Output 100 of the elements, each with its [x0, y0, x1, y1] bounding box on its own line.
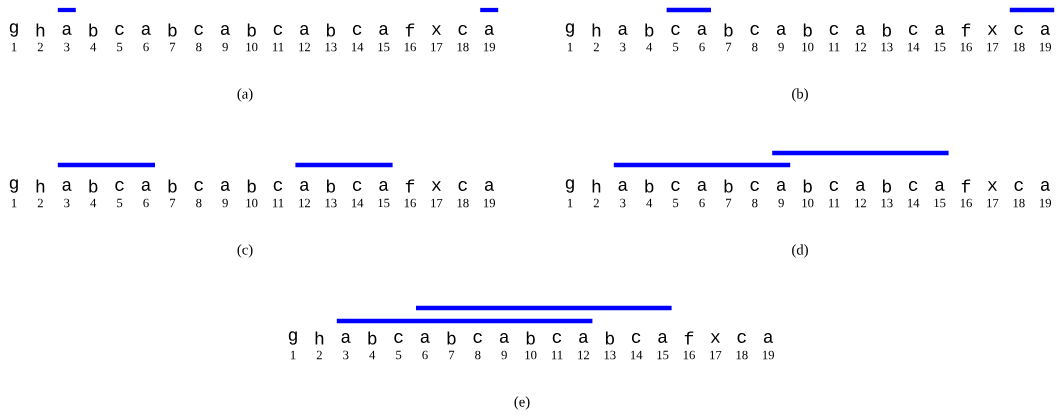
string-character: a — [220, 181, 230, 191]
panel-caption: (b) — [792, 88, 808, 102]
position-number: 15 — [934, 42, 946, 52]
string-character: a — [776, 181, 786, 191]
position-number: 9 — [778, 42, 784, 52]
string-character: h — [36, 179, 45, 193]
position-number: 10 — [525, 350, 537, 360]
string-character: c — [194, 25, 203, 35]
position-number: 4 — [90, 198, 97, 208]
position-number: 11 — [552, 350, 563, 360]
position-number: 5 — [673, 42, 679, 52]
string-character: c — [273, 25, 283, 35]
panel-caption: (e) — [514, 396, 530, 410]
string-character: b — [368, 331, 377, 345]
position-number: 17 — [431, 198, 443, 208]
position-number: 12 — [855, 198, 867, 208]
position-number: 6 — [699, 198, 705, 208]
string-character: b — [803, 179, 812, 193]
position-number: 11 — [273, 42, 284, 52]
position-number: 8 — [196, 198, 202, 208]
position-number: 5 — [673, 198, 679, 208]
string-character: g — [565, 23, 574, 37]
string-character: c — [352, 181, 362, 191]
position-number: 4 — [90, 42, 97, 52]
position-number: 13 — [325, 42, 337, 52]
string-character: g — [288, 331, 297, 345]
position-number: 3 — [343, 350, 349, 360]
position-number: 1 — [567, 42, 573, 52]
string-character: c — [631, 333, 641, 343]
string-character: a — [62, 181, 72, 191]
string-character: b — [526, 331, 535, 345]
position-number: 18 — [457, 198, 469, 208]
position-number: 10 — [802, 198, 814, 208]
string-character: a — [300, 181, 310, 191]
string-character: a — [141, 181, 151, 191]
position-number: 1 — [567, 198, 573, 208]
position-number: 19 — [484, 198, 495, 208]
position-number: 10 — [246, 198, 258, 208]
string-character: a — [776, 25, 786, 35]
string-character: a — [1040, 25, 1050, 35]
position-number: 15 — [378, 198, 390, 208]
string-character: h — [315, 331, 324, 345]
position-number: 13 — [325, 198, 337, 208]
position-number: 13 — [881, 42, 893, 52]
position-number: 13 — [881, 198, 893, 208]
position-number: 18 — [1013, 198, 1025, 208]
position-number: 15 — [657, 350, 669, 360]
position-number: 12 — [578, 350, 590, 360]
position-number: 15 — [378, 42, 390, 52]
position-number: 11 — [829, 198, 840, 208]
position-number: 1 — [11, 42, 17, 52]
position-number: 15 — [934, 198, 946, 208]
position-number: 6 — [422, 350, 428, 360]
string-character: g — [9, 179, 18, 193]
position-number: 8 — [752, 198, 758, 208]
string-character: a — [220, 25, 230, 35]
position-number: 12 — [855, 42, 867, 52]
string-character: a — [579, 333, 589, 343]
string-character: b — [447, 331, 456, 345]
position-number: 6 — [699, 42, 705, 52]
string-character: x — [431, 25, 441, 35]
string-character: a — [379, 181, 389, 191]
string-character: a — [856, 181, 866, 191]
string-character: a — [697, 181, 707, 191]
string-character: a — [935, 25, 945, 35]
string-character: b — [724, 23, 733, 37]
string-character: a — [141, 25, 151, 35]
position-number: 2 — [316, 350, 322, 360]
position-number: 17 — [431, 42, 443, 52]
position-number: 8 — [196, 42, 202, 52]
position-number: 7 — [726, 198, 732, 208]
position-number: 11 — [273, 198, 284, 208]
string-character: c — [750, 181, 759, 191]
position-number: 5 — [117, 198, 123, 208]
position-number: 3 — [64, 198, 70, 208]
string-character: a — [1040, 181, 1050, 191]
string-character: a — [484, 181, 494, 191]
position-number: 10 — [246, 42, 258, 52]
position-number: 14 — [352, 198, 364, 208]
string-character: f — [405, 23, 415, 37]
position-number: 2 — [37, 42, 43, 52]
string-character: c — [829, 181, 839, 191]
string-character: b — [605, 331, 614, 345]
string-character: c — [552, 333, 562, 343]
string-character: a — [763, 333, 773, 343]
position-number: 18 — [1013, 42, 1025, 52]
string-character: h — [36, 23, 45, 37]
string-character: c — [1014, 181, 1023, 191]
position-number: 13 — [604, 350, 616, 360]
position-number: 12 — [299, 198, 311, 208]
position-number: 18 — [736, 350, 748, 360]
string-character: b — [882, 23, 891, 37]
string-character: a — [484, 25, 494, 35]
string-character: f — [961, 23, 971, 37]
string-character: c — [352, 25, 362, 35]
position-number: 19 — [1040, 42, 1051, 52]
position-number: 7 — [170, 198, 176, 208]
position-number: 9 — [222, 42, 228, 52]
string-character: b — [89, 23, 98, 37]
string-character: c — [458, 181, 467, 191]
